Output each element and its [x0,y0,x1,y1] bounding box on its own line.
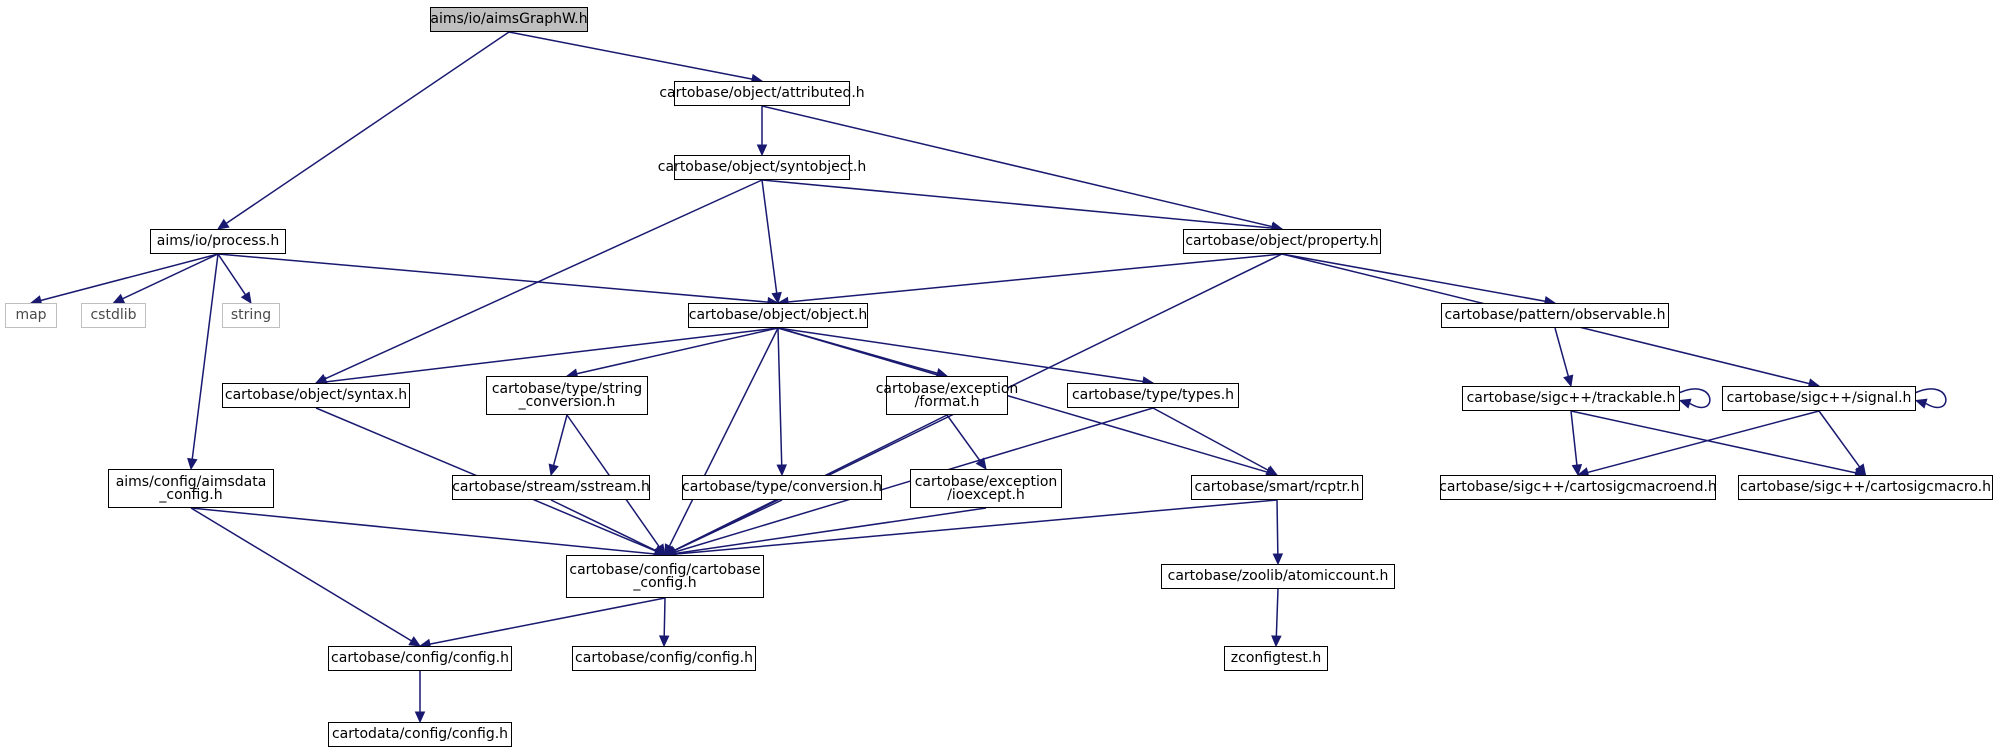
edge-signal-to-macro [1818,410,1861,468]
edge-process-to-string-arrowhead [240,291,252,305]
edge-cbconfig-to-config2 [663,597,666,637]
edge-object-to-cbconfig [668,327,779,547]
edge-format-to-ioexcept [946,414,981,462]
edge-cbconfig-to-config2-arrowhead [658,635,670,648]
node-sstream[interactable]: cartobase/stream/sstream.h [452,475,650,500]
edge-aimsdata-to-config1-arrowhead [408,636,422,647]
node-cbconfig[interactable]: cartobase/config/cartobase _config.h [566,555,764,598]
edge-object-to-conversion-arrowhead [776,464,787,477]
edge-trackable-to-trackable-arrowhead [1678,398,1692,409]
node-aimsgraphw: aims/io/aimsGraphW.h [430,7,588,32]
edge-config1-to-cdconfig-arrowhead [414,711,426,724]
edge-rcptr-to-atomic [1276,499,1279,555]
edge-syntobject-to-object-arrowhead [771,291,782,305]
node-string: string [222,303,280,328]
edge-observable-to-trackable [1554,327,1570,377]
edge-observable-to-trackable-arrowhead [1563,374,1574,388]
node-map: map [5,303,57,328]
node-observable[interactable]: cartobase/pattern/observable.h [1441,303,1669,328]
edge-trackable-to-macroend [1570,410,1578,466]
edge-process-to-map [40,253,219,302]
node-ioexcept[interactable]: cartobase/exception /ioexcept.h [910,469,1062,508]
edge-atomic-to-zconfig [1275,588,1279,637]
node-process[interactable]: aims/io/process.h [150,229,286,254]
node-syntobject[interactable]: cartobase/object/syntobject.h [658,155,866,180]
edge-trackable-to-macro [1570,410,1856,474]
edge-aimsgraphw-to-process [225,31,510,225]
edge-rcptr-to-atomic-arrowhead [1272,553,1284,566]
edge-process-to-cstdlib [122,253,219,300]
node-format[interactable]: cartobase/exception /format.h [876,376,1018,415]
edge-process-to-object [217,253,769,303]
edge-object-to-rcptr [777,327,1268,473]
edge-aimsdata-to-cbconfig [190,507,656,555]
edge-cbconfig-to-config1 [429,597,666,645]
edge-signal-to-signal [1915,388,1947,409]
node-zconfig[interactable]: zconfigtest.h [1224,646,1328,671]
node-property[interactable]: cartobase/object/property.h [1183,229,1381,254]
node-conversion[interactable]: cartobase/type/conversion.h [682,475,882,500]
node-config1[interactable]: cartobase/config/config.h [328,646,512,671]
edge-syntobject-to-object [761,179,778,294]
edge-sstream-to-cbconfig-arrowhead [653,545,667,556]
edge-format-to-ioexcept-arrowhead [975,457,987,470]
edge-strconv-to-sstream [552,414,568,466]
edge-signal-to-signal-arrowhead [1914,398,1928,409]
edge-atomic-to-zconfig-arrowhead [1271,635,1282,648]
edge-property-to-observable [1281,253,1546,302]
edge-process-to-aimsdata-arrowhead [187,457,198,471]
node-signal[interactable]: cartobase/sigc++/signal.h [1722,386,1916,411]
edge-aimsgraphw-to-process-arrowhead [216,218,230,230]
node-aimsdata[interactable]: aims/config/aimsdata _config.h [108,469,274,508]
edge-syntobject-to-syntax [324,179,763,380]
node-macroend[interactable]: cartobase/sigc++/cartosigcmacroend.h [1439,475,1717,500]
edge-property-to-object [787,253,1283,303]
edge-process-to-aimsdata [191,253,219,460]
node-rcptr[interactable]: cartobase/smart/rcptr.h [1191,475,1363,500]
node-attributed[interactable]: cartobase/object/attributed.h [659,81,865,106]
edge-signal-to-macro-arrowhead [1855,463,1867,476]
node-cstdlib: cstdlib [81,303,146,328]
node-atomic[interactable]: cartobase/zoolib/atomiccount.h [1161,564,1395,589]
edge-object-to-conversion [777,327,783,466]
node-trackable[interactable]: cartobase/sigc++/trackable.h [1462,386,1680,411]
edge-aimsdata-to-config1 [190,507,412,642]
edge-attributed-to-syntobject-arrowhead [756,144,768,157]
node-types[interactable]: cartobase/type/types.h [1067,383,1239,408]
edge-rcptr-to-cbconfig [674,499,1278,555]
edge-trackable-to-macroend-arrowhead [1571,463,1583,477]
edge-syntobject-to-property [761,179,1273,229]
edge-aimsgraphw-to-attributed [508,31,753,80]
node-config2[interactable]: cartobase/config/config.h [572,646,756,671]
edge-object-to-syntax [325,327,779,383]
edge-conversion-to-cbconfig [673,499,783,552]
edge-signal-to-macroend [1587,410,1820,474]
edge-process-to-cstdlib-arrowhead [112,293,126,304]
node-strconv[interactable]: cartobase/type/string _conversion.h [486,376,648,415]
edge-sstream-to-cbconfig [550,499,657,552]
node-macro[interactable]: cartobase/sigc++/cartosigcmacro.h [1738,475,1993,500]
edge-attributed-to-property [761,105,1273,228]
node-cdconfig[interactable]: cartodata/config/config.h [328,722,512,747]
edge-strconv-to-sstream-arrowhead [548,463,559,477]
edge-process-to-string [217,253,247,296]
node-object[interactable]: cartobase/object/object.h [688,303,868,328]
edge-trackable-to-trackable [1679,388,1711,409]
edge-object-to-types [777,327,1144,383]
node-syntax[interactable]: cartobase/object/syntax.h [222,383,410,408]
edge-ioexcept-to-cbconfig [674,507,987,555]
edge-types-to-rcptr [1152,407,1269,471]
edge-types-to-rcptr-arrowhead [1265,465,1279,476]
edge-object-to-strconv [576,327,779,375]
